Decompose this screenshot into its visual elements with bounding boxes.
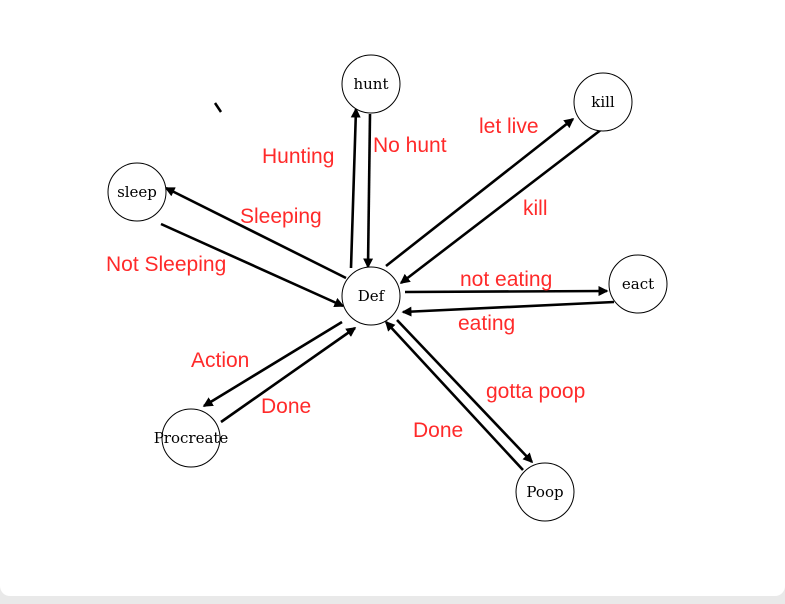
edge-def-to-kill bbox=[385, 117, 575, 268]
node-poop-circle bbox=[515, 462, 575, 522]
node-sleep-label: sleep bbox=[117, 183, 157, 201]
edge-def-to-procreate bbox=[202, 320, 343, 408]
edge-label-action: Action bbox=[191, 349, 249, 372]
edge-label-not-sleeping: Not Sleeping bbox=[106, 253, 226, 276]
node-sleep-circle bbox=[107, 162, 167, 222]
edge-label-not-eating: not eating bbox=[460, 268, 552, 291]
edge-def-to-sleep bbox=[164, 186, 347, 280]
edge-label-hunting: Hunting bbox=[262, 145, 334, 168]
node-kill-label: kill bbox=[591, 93, 615, 111]
node-kill-circle bbox=[573, 72, 633, 132]
edge-sleep-to-def bbox=[160, 222, 345, 308]
edge-procreate-to-def bbox=[220, 326, 357, 424]
edge-label-eating: eating bbox=[458, 312, 515, 335]
node-hunt: hunt bbox=[341, 54, 401, 114]
node-eact-circle bbox=[608, 254, 668, 314]
node-eact: eact bbox=[608, 254, 668, 314]
node-hunt-label: hunt bbox=[353, 75, 388, 93]
edge-hunt-to-def bbox=[363, 113, 374, 269]
node-procreate-label: Procreate bbox=[154, 429, 229, 447]
edge-def-to-poop bbox=[396, 319, 534, 464]
node-hunt-circle bbox=[341, 54, 401, 114]
edge-label-done-poop: Done bbox=[413, 419, 463, 442]
node-poop: Poop bbox=[515, 462, 575, 522]
edge-kill-to-def bbox=[399, 127, 603, 285]
stray-mark bbox=[213, 102, 223, 113]
edge-label-no-hunt: No hunt bbox=[373, 134, 447, 157]
edge-def-to-eact bbox=[404, 286, 609, 297]
edge-def-to-hunt bbox=[349, 107, 361, 269]
edge-label-kill: kill bbox=[523, 197, 548, 220]
edge-eact-to-def bbox=[401, 300, 615, 317]
edges bbox=[160, 107, 615, 471]
node-sleep: sleep bbox=[107, 162, 167, 222]
edge-poop-to-def bbox=[384, 320, 524, 471]
node-eact-label: eact bbox=[622, 275, 654, 293]
edge-label-gotta-poop: gotta poop bbox=[486, 380, 585, 403]
edge-label-let-live: let live bbox=[479, 115, 539, 138]
edge-labels: Hunting No hunt let live kill Sleeping N… bbox=[106, 115, 585, 442]
node-def: Def bbox=[341, 266, 401, 326]
node-def-label: Def bbox=[358, 287, 386, 305]
node-poop-label: Poop bbox=[526, 483, 563, 501]
edge-label-sleeping: Sleeping bbox=[240, 205, 322, 228]
node-def-circle bbox=[341, 266, 401, 326]
node-procreate-circle bbox=[161, 408, 221, 468]
node-kill: kill bbox=[573, 72, 633, 132]
edge-label-done-procreate: Done bbox=[261, 395, 311, 418]
node-procreate: Procreate bbox=[154, 408, 229, 468]
